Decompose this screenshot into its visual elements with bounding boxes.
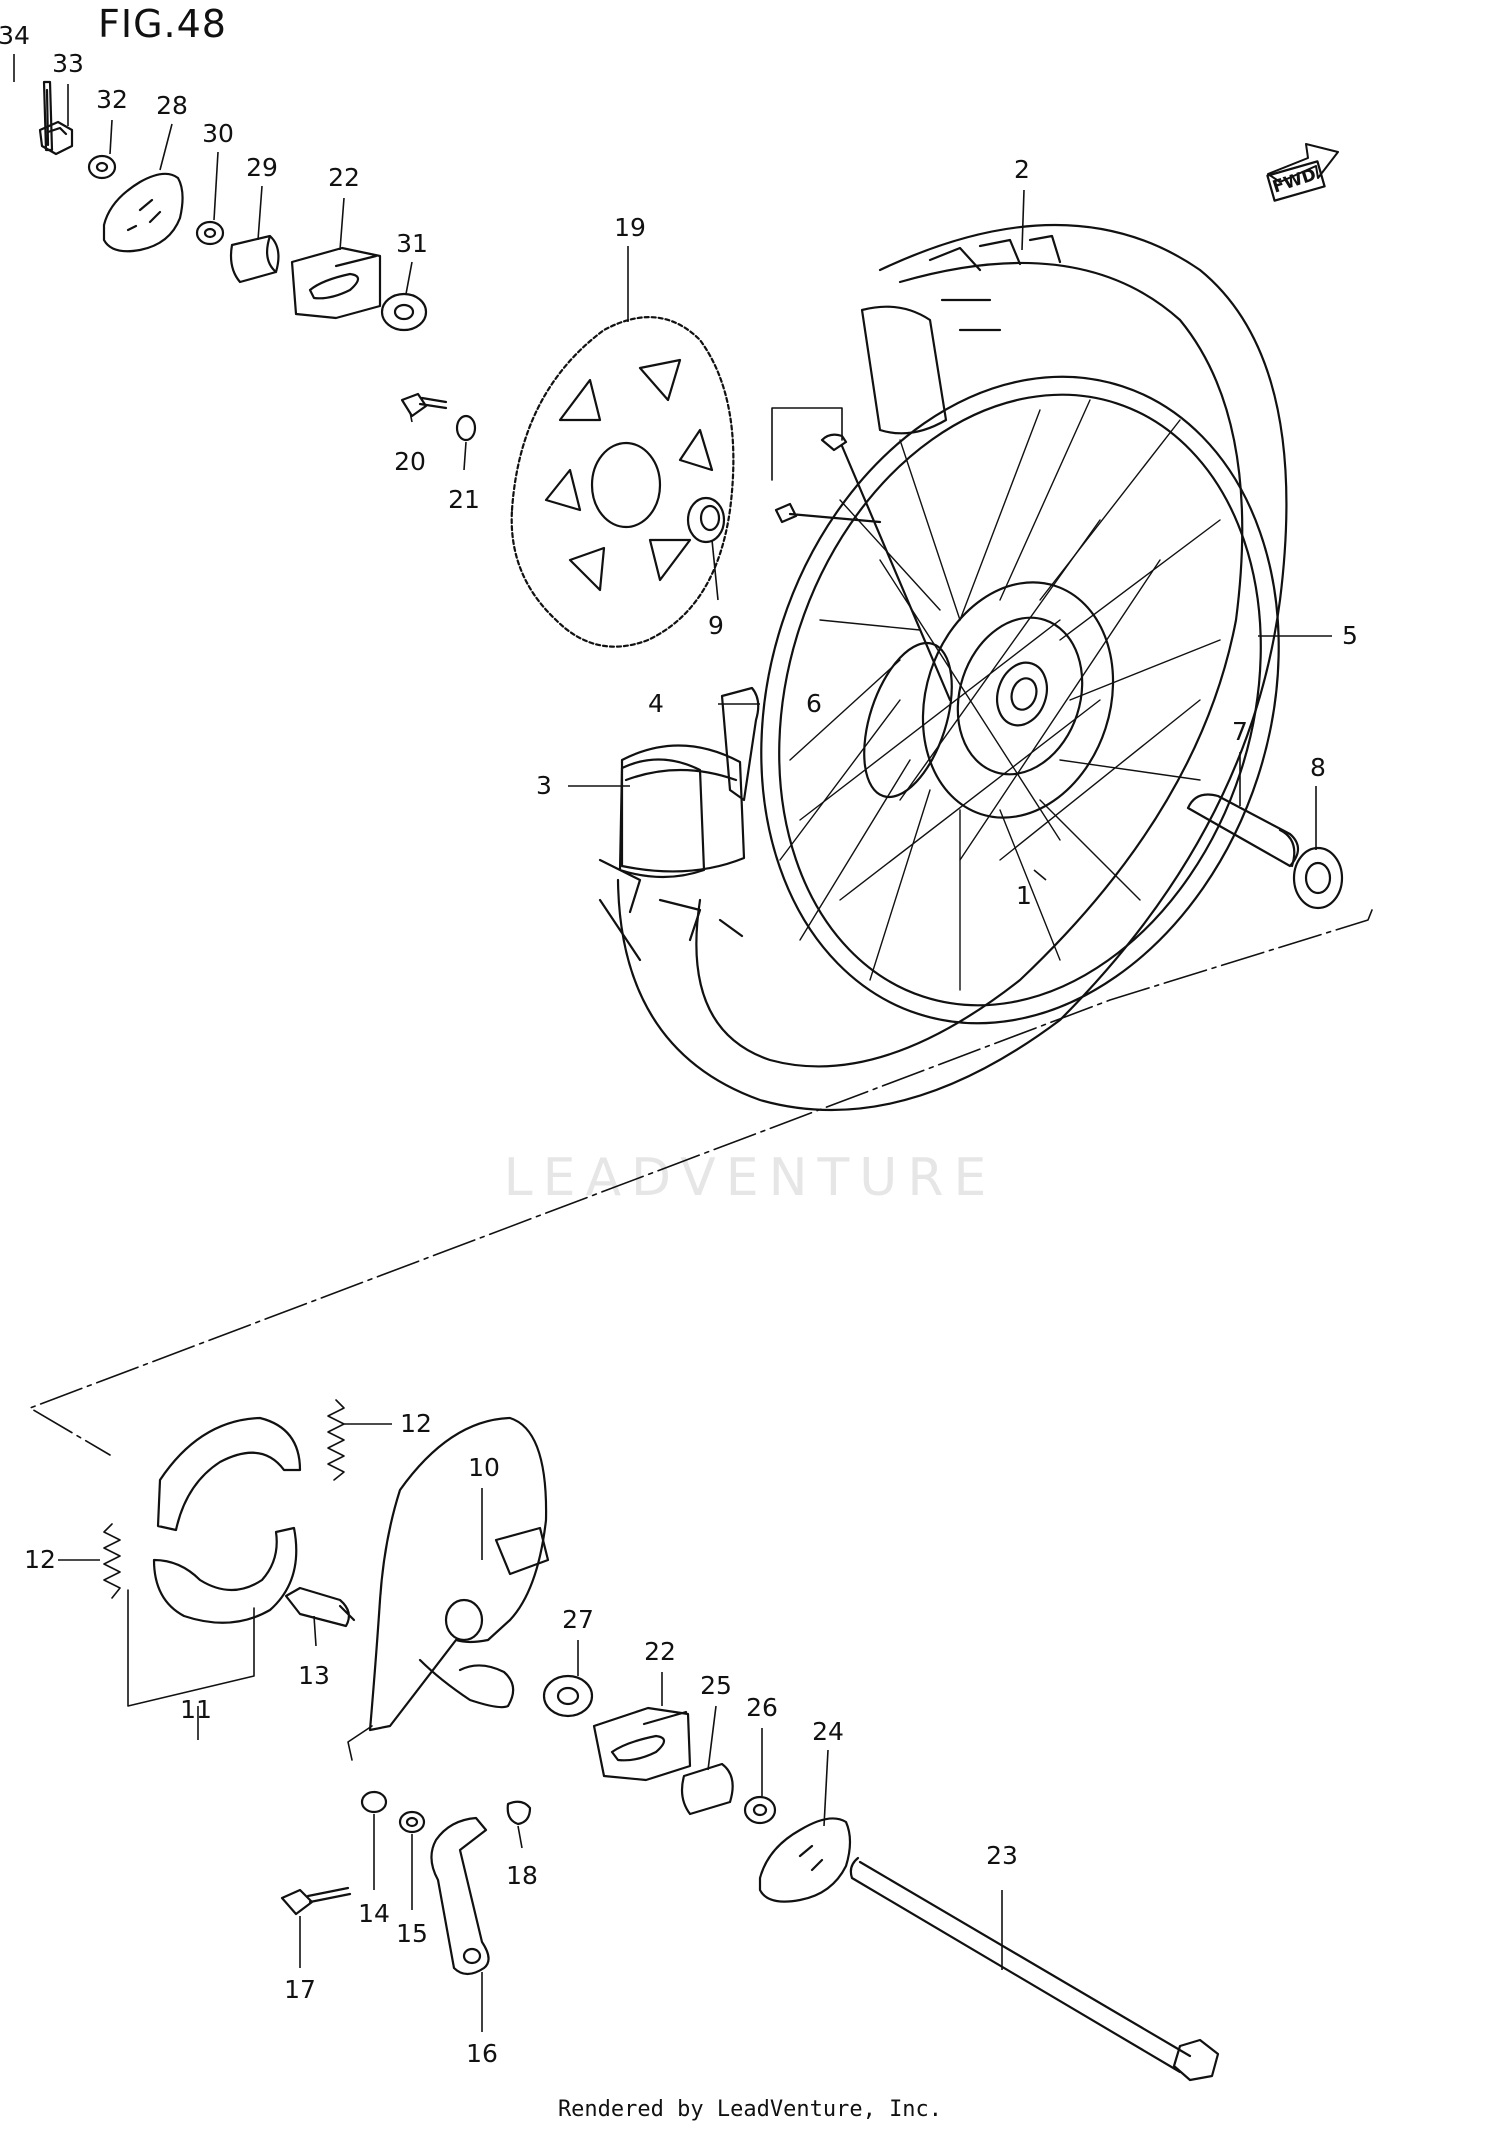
washer-30 <box>195 220 225 246</box>
washer-32 <box>87 154 117 180</box>
callout-17: 17 <box>284 1975 316 2004</box>
callout-5: 5 <box>1342 621 1358 650</box>
callout-21: 21 <box>448 485 480 514</box>
callout-16: 16 <box>466 2039 498 2068</box>
fwd-arrow-icon <box>1267 143 1339 183</box>
adjuster-plate-24 <box>758 1817 852 1903</box>
brake-spring-12-left <box>103 1523 121 1599</box>
assembly-boundary-line <box>29 909 1373 1456</box>
bearing-8 <box>1292 846 1344 910</box>
callout-31: 31 <box>396 229 428 258</box>
callout-1: 1 <box>1016 881 1032 910</box>
callout-22: 22 <box>328 163 360 192</box>
callout-29: 29 <box>246 153 278 182</box>
callout-3: 3 <box>536 771 552 800</box>
figure-title: FIG.48 <box>98 2 227 46</box>
callout-20: 20 <box>394 447 426 476</box>
callout-23: 23 <box>986 1841 1018 1870</box>
callout-24: 24 <box>812 1717 844 1746</box>
callout-6: 6 <box>806 689 822 718</box>
brake-arm-16 <box>430 1816 490 1976</box>
spoke-nipple-6 <box>774 433 952 702</box>
nut-33 <box>38 120 74 156</box>
axle-spacer-7 <box>1186 793 1300 868</box>
callout-18: 18 <box>506 1861 538 1890</box>
rim-band-4 <box>720 686 760 802</box>
rear-wheel-assembly <box>598 224 1344 1112</box>
washer-15 <box>398 1810 426 1834</box>
tube-3 <box>620 744 746 873</box>
wheel-hub-1 <box>921 581 1115 819</box>
callout-25: 25 <box>700 1671 732 1700</box>
rear-axle-23 <box>849 1856 1192 2074</box>
callout-14: 14 <box>358 1899 390 1928</box>
callout-33: 33 <box>52 49 84 78</box>
tire-5 <box>616 224 1288 1112</box>
brake-shoe-11-top <box>156 1416 302 1532</box>
chain-adjuster-22-bottom <box>592 1706 692 1782</box>
callout-15: 15 <box>396 1919 428 1948</box>
callout-11: 11 <box>180 1695 212 1724</box>
rear-sprocket-19 <box>510 316 735 648</box>
callout-10: 10 <box>468 1453 500 1482</box>
callout-34: 34 <box>0 21 30 50</box>
bushing-9 <box>686 496 726 544</box>
callout-19: 19 <box>614 213 646 242</box>
washer-21 <box>455 414 477 442</box>
seal-27 <box>542 1674 594 1718</box>
callout-30: 30 <box>202 119 234 148</box>
cotter-pin-34 <box>42 80 54 152</box>
bolt-17 <box>280 1886 352 1916</box>
callout-4: 4 <box>648 689 664 718</box>
chain-adjuster-22-top <box>290 246 382 320</box>
brake-spring-12-top <box>327 1399 345 1481</box>
callout-13: 13 <box>298 1661 330 1690</box>
spacer-25 <box>680 1762 734 1816</box>
callout-27: 27 <box>562 1605 594 1634</box>
callout-8: 8 <box>1310 753 1326 782</box>
brake-panel-10 <box>368 1416 548 1732</box>
callout-32: 32 <box>96 85 128 114</box>
washer-26 <box>743 1795 777 1825</box>
callout-2: 2 <box>1014 155 1030 184</box>
callout-22: 22 <box>644 1637 676 1666</box>
adjuster-plate-28 <box>102 172 184 253</box>
callout-28: 28 <box>156 91 188 120</box>
callout-9: 9 <box>708 611 724 640</box>
spacer-29 <box>229 234 280 284</box>
callout-12: 12 <box>400 1409 432 1438</box>
washer-14 <box>360 1790 388 1814</box>
tire-tread-2 <box>860 234 1062 435</box>
nut-18 <box>506 1800 532 1826</box>
callout-26: 26 <box>746 1693 778 1722</box>
callout-7: 7 <box>1232 717 1248 746</box>
callout-12: 12 <box>24 1545 56 1574</box>
brake-cam-13 <box>284 1586 356 1628</box>
washer-31 <box>380 292 428 332</box>
brake-shoe-11-bottom <box>152 1526 298 1624</box>
bolt-20 <box>400 392 448 418</box>
footer-credit: Rendered by LeadVenture, Inc. <box>557 2097 943 2122</box>
